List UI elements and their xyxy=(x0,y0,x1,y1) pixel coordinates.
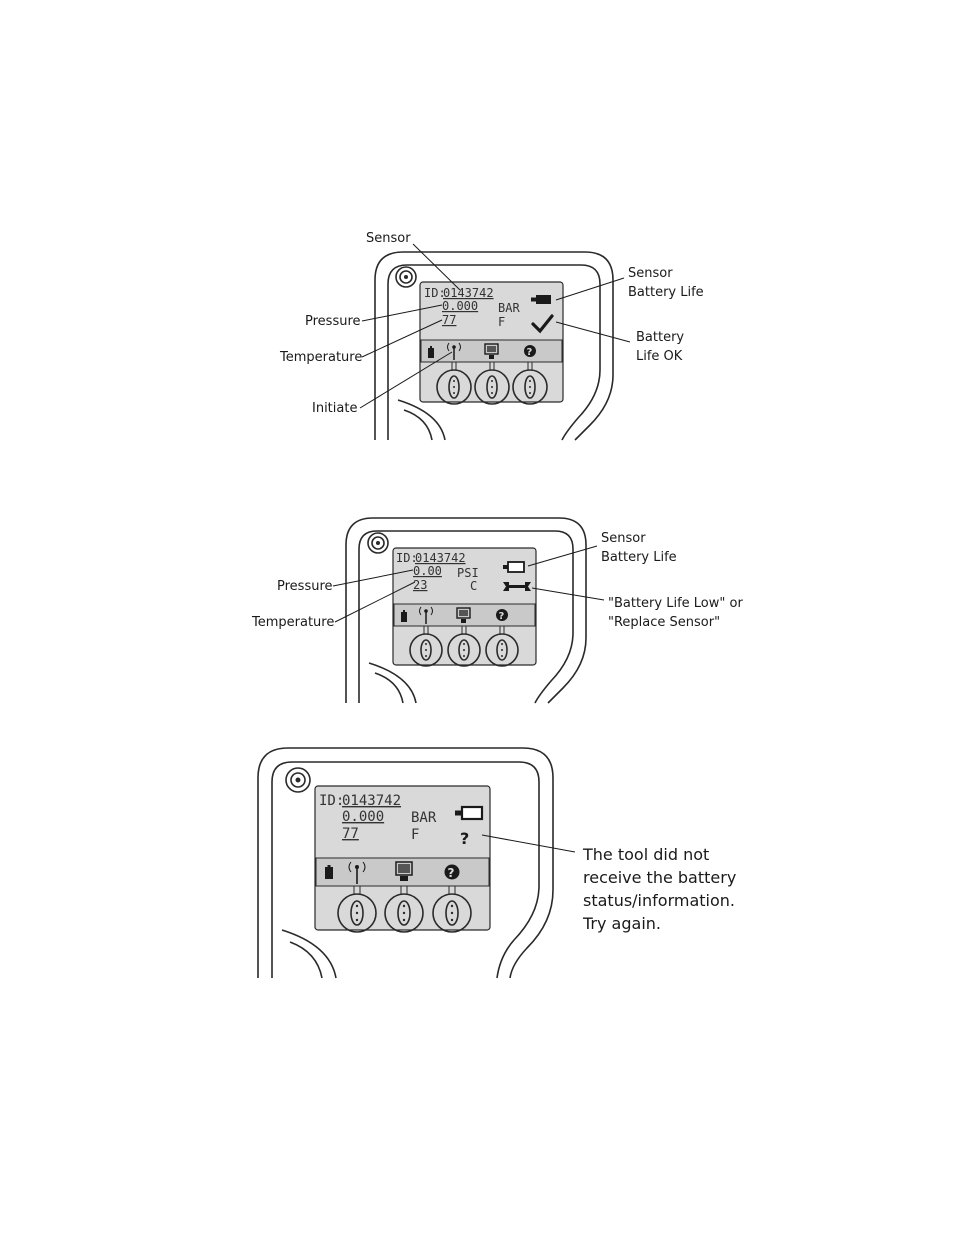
monitor-icon xyxy=(395,861,413,881)
svg-text:?: ? xyxy=(527,347,533,358)
checkmark-icon xyxy=(531,314,554,334)
soft-key-2[interactable] xyxy=(384,886,424,933)
tool-grip xyxy=(281,929,337,979)
callout-status-line2: "Replace Sensor" xyxy=(608,615,720,630)
antenna-icon xyxy=(419,606,433,624)
callout-status-line2: receive the battery xyxy=(583,868,736,887)
tool-outline xyxy=(345,517,587,704)
tool-outline xyxy=(374,251,614,441)
leader-line xyxy=(481,834,576,853)
figure-3-svg: ID: 0143742 0.000 BAR 77 F ? ? xyxy=(257,747,736,979)
help-icon: ? xyxy=(444,864,460,880)
tool-grip xyxy=(403,409,433,441)
callout-status-line3: status/information. xyxy=(583,891,735,910)
callout-status-line4: Try again. xyxy=(582,914,661,933)
id-label: ID: xyxy=(319,793,344,809)
pressure-value: 0.00 xyxy=(413,564,442,578)
soft-key-3[interactable] xyxy=(512,362,548,405)
antenna-icon xyxy=(348,861,366,884)
sensor-id-value: 0143742 xyxy=(342,793,401,809)
pressure-unit: BAR xyxy=(411,810,437,826)
callout-pressure: Pressure xyxy=(277,579,333,594)
tool-grip xyxy=(397,399,446,441)
temperature-value: 77 xyxy=(442,313,456,327)
soft-key-2[interactable] xyxy=(447,626,481,667)
sensor-id-value: 0143742 xyxy=(415,551,466,565)
leader-line xyxy=(359,351,453,409)
sensor-battery-empty-icon xyxy=(503,561,525,573)
sensor-battery-full-icon xyxy=(531,295,551,304)
temperature-unit: F xyxy=(411,827,419,843)
leader-line xyxy=(361,319,443,358)
power-button-icon[interactable] xyxy=(395,266,417,288)
power-button-icon[interactable] xyxy=(367,532,389,554)
leader-line xyxy=(527,545,598,567)
callout-status-line1: "Battery Life Low" or xyxy=(608,596,743,611)
soft-key-2[interactable] xyxy=(474,362,510,405)
svg-text:?: ? xyxy=(499,611,505,622)
soft-key-1[interactable] xyxy=(436,362,472,405)
callout-pressure: Pressure xyxy=(305,314,361,329)
tool-battery-icon xyxy=(325,865,333,879)
figure-2-svg: ID: 0143742 0.00 PSI 23 C ? xyxy=(251,517,743,704)
tool-grip xyxy=(368,662,417,704)
sensor-battery-empty-icon xyxy=(455,805,484,821)
diagram-figure-1: ID: 0143742 0.000 BAR 77 F ? xyxy=(0,220,954,441)
wrench-icon xyxy=(503,582,531,591)
tool-battery-icon xyxy=(428,346,434,358)
soft-key-1[interactable] xyxy=(337,886,377,933)
diagram-figure-3: ID: 0143742 0.000 BAR 77 F ? ? xyxy=(0,740,954,980)
leader-line xyxy=(334,581,416,623)
callout-sensor: Sensor xyxy=(366,231,411,246)
temperature-unit: C xyxy=(470,579,477,593)
callout-status-line1: Battery xyxy=(636,330,684,345)
soft-key-1[interactable] xyxy=(409,626,443,667)
help-icon: ? xyxy=(496,609,508,622)
tool-grip xyxy=(374,672,404,704)
temperature-value: 23 xyxy=(413,578,427,592)
antenna-icon xyxy=(447,342,461,360)
tool-battery-icon xyxy=(401,610,407,622)
soft-key-3[interactable] xyxy=(432,886,472,933)
leader-line xyxy=(361,304,443,322)
pressure-value: 0.000 xyxy=(342,809,384,825)
monitor-icon xyxy=(484,343,499,359)
callout-initiate: Initiate xyxy=(312,401,357,416)
callout-battery-life-line1: Sensor xyxy=(628,266,673,281)
callout-temperature: Temperature xyxy=(251,615,334,630)
temperature-unit: F xyxy=(498,315,505,329)
tool-outline-inner xyxy=(271,761,540,979)
callout-battery-life-line2: Battery Life xyxy=(628,285,704,300)
monitor-icon xyxy=(456,607,471,623)
diagram-figure-2: ID: 0143742 0.00 PSI 23 C ? xyxy=(0,510,954,710)
pressure-value: 0.000 xyxy=(442,299,478,313)
callout-temperature: Temperature xyxy=(279,350,362,365)
sensor-id-value: 0143742 xyxy=(443,286,494,300)
temperature-value: 77 xyxy=(342,826,359,842)
tool-grip xyxy=(289,941,323,979)
figure-1-svg: ID: 0143742 0.000 BAR 77 F ? xyxy=(279,231,704,441)
tool-outline-inner xyxy=(387,264,601,441)
id-label: ID: xyxy=(424,286,446,300)
callout-status-line2: Life OK xyxy=(636,349,683,364)
tool-outline-inner xyxy=(358,530,574,704)
power-button-icon[interactable] xyxy=(285,767,311,793)
leader-line xyxy=(555,277,625,301)
pressure-unit: PSI xyxy=(457,566,479,580)
svg-text:?: ? xyxy=(448,866,455,880)
soft-key-3[interactable] xyxy=(485,626,519,667)
unknown-status-icon: ? xyxy=(460,829,469,848)
leader-line xyxy=(412,243,461,291)
id-label: ID: xyxy=(396,551,418,565)
tool-outline xyxy=(257,747,554,979)
leader-line xyxy=(555,321,631,343)
help-icon: ? xyxy=(524,345,536,358)
callout-battery-life-line2: Battery Life xyxy=(601,550,677,565)
leader-line xyxy=(332,569,414,587)
pressure-unit: BAR xyxy=(498,301,520,315)
leader-line xyxy=(531,587,605,601)
callout-status-line1: The tool did not xyxy=(582,845,709,864)
callout-battery-life-line1: Sensor xyxy=(601,531,646,546)
